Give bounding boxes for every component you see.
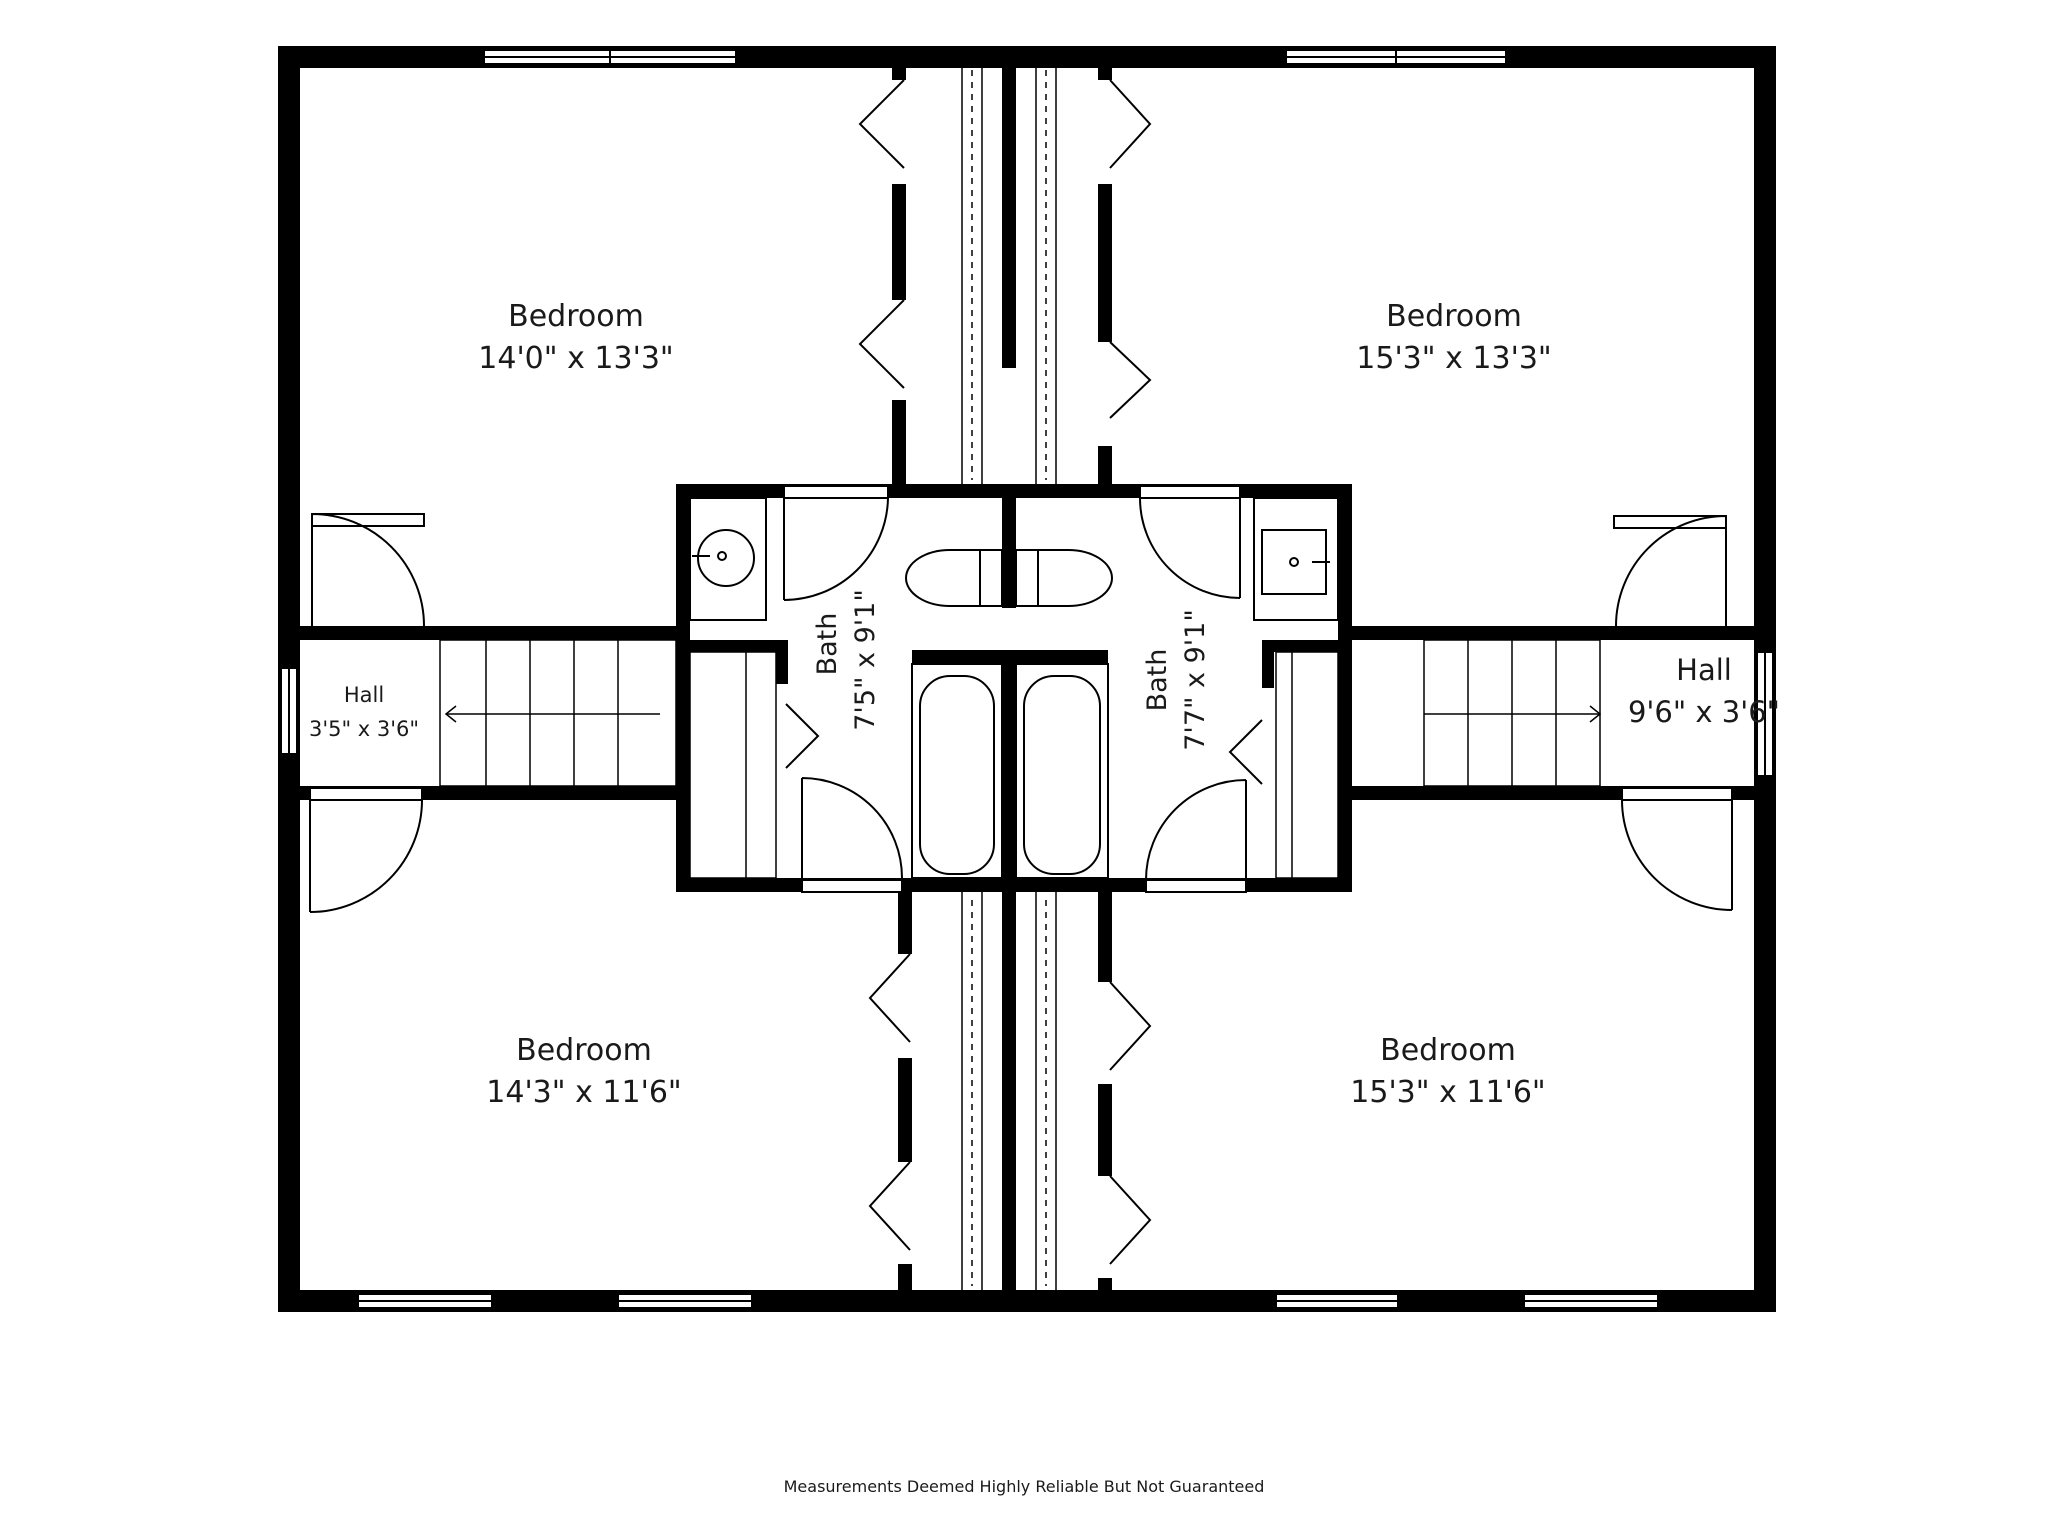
hall-right-name: Hall: [1676, 653, 1732, 687]
bedroom-nw-name: Bedroom: [508, 299, 644, 334]
bath-right-name: Bath: [1142, 649, 1173, 712]
window-left-hall: [280, 667, 298, 755]
window-bottom-right-1: [1275, 1293, 1399, 1309]
sink-right: [1253, 497, 1339, 621]
sink-left-basin: [697, 529, 755, 587]
closet-doors: [858, 79, 1152, 1265]
window-bottom-right-2: [1523, 1293, 1659, 1309]
sink-left: [689, 497, 767, 621]
closet-rods: [961, 68, 1057, 1290]
hall-left-name: Hall: [344, 683, 384, 707]
bedroom-nw-dims: 14'0" x 13'3": [478, 341, 673, 376]
bedroom-sw-dims: 14'3" x 11'6": [486, 1075, 681, 1110]
room-labels: Bedroom 14'0" x 13'3" Bedroom 15'3" x 13…: [309, 299, 1780, 1110]
bath-left-dims: 7'5" x 9'1": [850, 589, 881, 731]
window-top-right: [1285, 49, 1507, 65]
bedroom-ne-dims: 15'3" x 13'3": [1356, 341, 1551, 376]
bath-left-name: Bath: [812, 613, 843, 676]
windows: [280, 49, 1774, 1309]
exterior-walls: [278, 46, 1776, 1312]
window-bottom-left-2: [617, 1293, 753, 1309]
door-swings: [309, 485, 1733, 913]
bath-right-dims: 7'7" x 9'1": [1180, 609, 1211, 751]
tub-left: [911, 663, 1003, 879]
hall-left-dims: 3'5" x 3'6": [309, 717, 419, 741]
bedroom-se-name: Bedroom: [1380, 1033, 1516, 1068]
toilet-left: [905, 549, 1003, 607]
window-bottom-left-1: [357, 1293, 493, 1309]
disclaimer-note: Measurements Deemed Highly Reliable But …: [784, 1477, 1265, 1496]
tub-right: [1015, 663, 1109, 879]
fixtures: [689, 497, 1339, 879]
interior-walls: [300, 46, 1754, 1312]
stairs: [439, 639, 1602, 879]
bedroom-se-dims: 15'3" x 11'6": [1350, 1075, 1545, 1110]
bedroom-ne-name: Bedroom: [1386, 299, 1522, 334]
window-top-left: [483, 49, 737, 65]
window-right-hall: [1756, 651, 1774, 777]
bedroom-sw-name: Bedroom: [516, 1033, 652, 1068]
hall-right-dims: 9'6" x 3'6": [1628, 695, 1780, 729]
toilet-right: [1015, 549, 1113, 607]
